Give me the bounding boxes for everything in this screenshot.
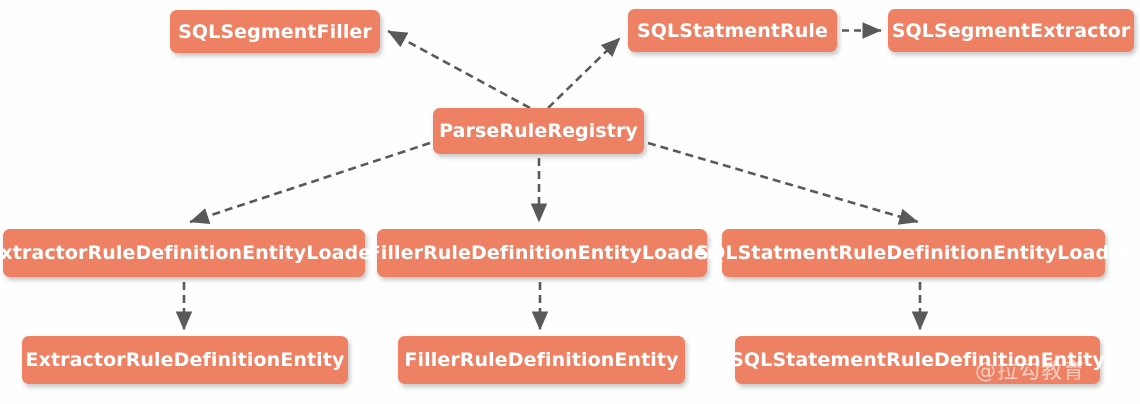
edge-parseruleregistry-to-sqlstatmentrule xyxy=(547,37,621,109)
node-fillerruledefinitionentity[interactable]: FillerRuleDefinitionEntity xyxy=(398,336,685,384)
node-fillerruledefinitionentityloader[interactable]: FillerRuleDefinitionEntityLoader xyxy=(368,229,716,277)
node-extractorruledefinitionentityloader[interactable]: ExtractorRuleDefinitionEntityLoader xyxy=(0,229,381,277)
node-label: SQLSegmentExtractor xyxy=(891,19,1131,42)
node-label: SQLStatmentRuleDefinitionEntityLoader xyxy=(695,242,1132,264)
node-sqlstatmentruledefinitionentityloader[interactable]: SQLStatmentRuleDefinitionEntityLoader xyxy=(695,229,1132,277)
edge-parseruleregistry-to-sqlstatmentloader xyxy=(647,141,919,225)
node-sqlsegmentextractor[interactable]: SQLSegmentExtractor xyxy=(888,9,1134,52)
node-label: ParseRuleRegistry xyxy=(439,120,638,142)
node-label: FillerRuleDefinitionEntityLoader xyxy=(367,242,717,264)
node-sqlsegmentfiller[interactable]: SQLSegmentFiller xyxy=(170,10,380,53)
node-label: FillerRuleDefinitionEntity xyxy=(404,349,679,371)
node-label: SQLSegmentFiller xyxy=(178,20,372,43)
node-label: ExtractorRuleDefinitionEntity xyxy=(25,349,345,371)
node-extractorruledefinitionentity[interactable]: ExtractorRuleDefinitionEntity xyxy=(22,336,348,384)
node-label: SQLStatmentRule xyxy=(637,19,828,42)
node-sqlstatementruledefinitionentity[interactable]: SQLStatementRuleDefinitionEntity xyxy=(730,336,1105,384)
node-parseruleregistry[interactable]: ParseRuleRegistry xyxy=(433,108,644,154)
node-label: SQLStatementRuleDefinitionEntity xyxy=(730,349,1105,371)
edge-parseruleregistry-to-sqlsegmentfiller xyxy=(387,29,531,110)
node-sqlstatmentrule[interactable]: SQLStatmentRule xyxy=(628,9,837,52)
edge-parseruleregistry-to-extractorloader xyxy=(189,141,431,225)
node-label: ExtractorRuleDefinitionEntityLoader xyxy=(0,242,381,264)
